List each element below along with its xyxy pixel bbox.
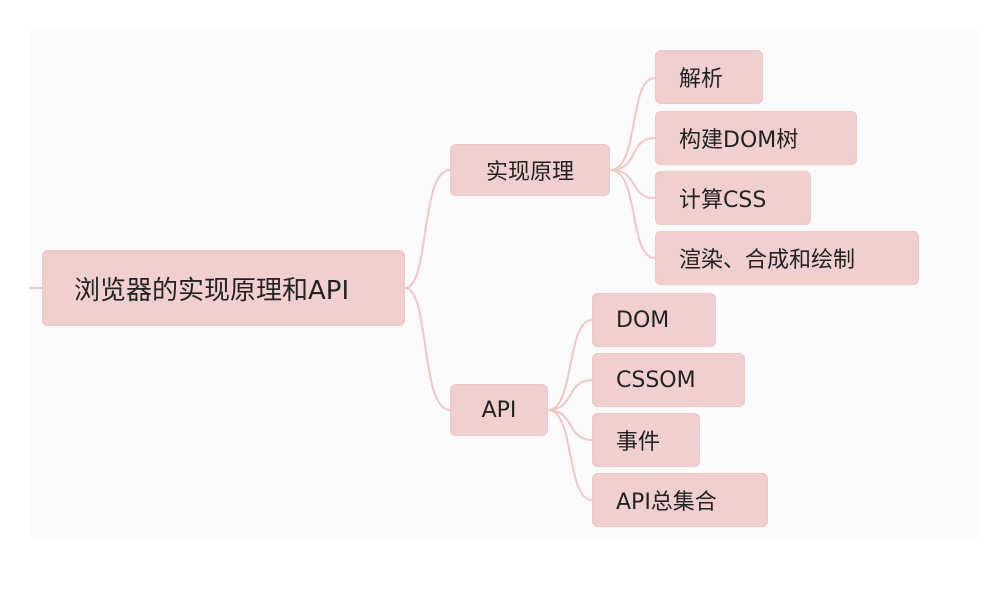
leaf-node-parse: 解析 <box>655 50 763 104</box>
leaf-node-api-collection-label: API总集合 <box>616 490 717 515</box>
connector-root-api <box>404 287 451 411</box>
leaf-node-compute-css-label: 计算CSS <box>679 188 767 213</box>
branch-node-implementation: 实现原理 <box>450 144 610 196</box>
leaf-node-parse-label: 解析 <box>679 67 724 92</box>
leaf-node-build-dom-tree-label: 构建DOM树 <box>679 128 799 153</box>
branch-node-api: API <box>450 384 548 436</box>
leaf-node-dom: DOM <box>592 293 716 347</box>
leaf-node-compute-css: 计算CSS <box>655 171 811 225</box>
root-node-label: 浏览器的实现原理和API <box>74 275 350 306</box>
connector-implementation-render <box>609 169 656 259</box>
connector-api-dom <box>547 319 593 411</box>
connector-root-implementation <box>404 169 451 289</box>
leaf-node-cssom: CSSOM <box>592 353 745 407</box>
branch-node-api-label: API <box>481 397 517 423</box>
leaf-node-events: 事件 <box>592 413 700 467</box>
leaf-node-api-collection: API总集合 <box>592 473 768 527</box>
connector-implementation-dom-tree <box>609 137 656 171</box>
leaf-node-render-composite-paint: 渲染、合成和绘制 <box>655 231 919 285</box>
connector-implementation-parse <box>609 77 656 171</box>
leaf-node-render-composite-paint-label: 渲染、合成和绘制 <box>679 248 856 273</box>
leaf-node-cssom-label: CSSOM <box>616 367 696 393</box>
connector-implementation-compute-css <box>609 169 656 199</box>
leaf-node-events-label: 事件 <box>616 430 661 455</box>
leaf-node-dom-label: DOM <box>616 307 670 333</box>
leaf-node-build-dom-tree: 构建DOM树 <box>655 111 857 165</box>
connector-api-events <box>547 409 593 441</box>
root-node: 浏览器的实现原理和API <box>42 250 405 326</box>
connector-api-collection <box>547 409 593 501</box>
branch-node-implementation-label: 实现原理 <box>485 160 574 185</box>
connector-api-cssom <box>547 379 593 411</box>
